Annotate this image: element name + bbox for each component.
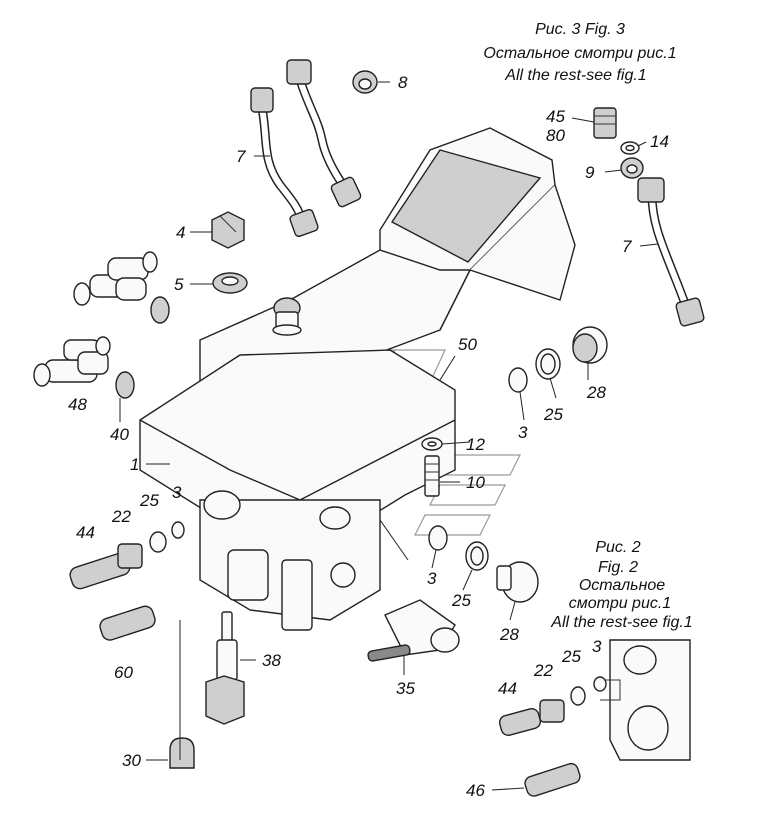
part-label: 28 — [499, 625, 519, 644]
union-22-left — [117, 543, 143, 569]
part-label: 3 — [427, 569, 437, 588]
part-label: 46 — [466, 781, 485, 800]
part-label: 38 — [262, 651, 281, 670]
part-label: 30 — [122, 751, 141, 770]
brake-pedal — [199, 127, 576, 401]
plunger-cap — [272, 297, 302, 336]
part-label: 48 — [68, 395, 87, 414]
washer-25-lower — [465, 541, 489, 571]
fig2-caption-line5: All the rest-see fig.1 — [550, 614, 692, 631]
filter-40-upper — [150, 296, 170, 324]
part-label: 7 — [236, 147, 246, 166]
part-label: 44 — [498, 679, 517, 698]
pipe-7-right-side — [637, 177, 705, 327]
fitting-44-fig2 — [498, 708, 542, 736]
fig3-caption-line2: Остальное смотри рис.1 — [483, 45, 676, 62]
part-label: 22 — [111, 507, 131, 526]
filter-40 — [115, 371, 135, 399]
tee-fitting-48 — [33, 336, 111, 387]
sensor-38 — [205, 611, 245, 725]
fig2-caption-line3: Остальное — [579, 577, 665, 594]
part-label: 80 — [546, 126, 565, 145]
ring-3-right-top — [508, 367, 528, 393]
part-label: 60 — [114, 663, 133, 682]
part-label: 3 — [172, 483, 182, 502]
pipe-7-right — [286, 59, 362, 208]
fitting-45 — [593, 107, 617, 139]
part-label: 50 — [458, 335, 477, 354]
drain-valve-35 — [367, 599, 460, 662]
part-label: 4 — [176, 223, 185, 242]
pipe-7-left — [250, 87, 319, 238]
washer-12 — [421, 437, 443, 451]
part-label: 1 — [130, 455, 139, 474]
part-label: 44 — [76, 523, 95, 542]
part-label: 40 — [110, 425, 129, 444]
ring-3-fig2 — [593, 676, 607, 692]
part-label: 9 — [585, 163, 595, 182]
fitting-46-fig2 — [524, 762, 581, 797]
cap-30 — [169, 737, 195, 769]
part-label: 22 — [533, 661, 553, 680]
part-label: 7 — [622, 237, 632, 256]
fitting-60 — [99, 605, 156, 641]
nut-8 — [352, 70, 378, 94]
ring-3-left — [171, 521, 185, 539]
part-label: 14 — [650, 132, 669, 151]
valve-body-1 — [139, 349, 456, 631]
part-label: 5 — [174, 275, 184, 294]
ring-3-lower — [428, 525, 448, 551]
part-label: 25 — [543, 405, 563, 424]
nut-4 — [211, 211, 245, 249]
fig2-housing — [600, 639, 691, 761]
union-22-fig2 — [539, 699, 565, 723]
part-label: 3 — [592, 637, 602, 656]
part-label: 25 — [139, 491, 159, 510]
part-label: 3 — [518, 423, 528, 442]
fig2-caption-line2: Fig. 2 — [598, 559, 638, 576]
part-label: 45 — [546, 107, 565, 126]
washer-25-fig2 — [570, 686, 586, 706]
fig2-caption-line1: Рис. 2 — [595, 539, 640, 556]
part-label: 35 — [396, 679, 415, 698]
part-label: 28 — [586, 383, 606, 402]
fig3-caption-line3: All the rest-see fig.1 — [504, 67, 646, 84]
part-label: 25 — [561, 647, 581, 666]
washer-25-right-top — [535, 348, 561, 380]
part-label: 25 — [451, 591, 471, 610]
washer-25-left — [149, 531, 167, 553]
nut-5 — [212, 272, 248, 294]
fig2-caption-line4: смотри рис.1 — [569, 595, 671, 612]
part-label: 12 — [466, 435, 485, 454]
tee-fitting-upper — [73, 251, 158, 306]
washer-14 — [620, 141, 640, 155]
nut-9 — [620, 157, 644, 179]
part-label: 10 — [466, 473, 485, 492]
part-label: 8 — [398, 73, 408, 92]
fig3-caption-line1: Рис. 3 Fig. 3 — [535, 21, 625, 38]
plug-28-lower — [496, 561, 539, 603]
screw-10 — [424, 455, 440, 497]
leader-lines — [119, 81, 659, 791]
plug-28-right-top — [572, 326, 608, 364]
